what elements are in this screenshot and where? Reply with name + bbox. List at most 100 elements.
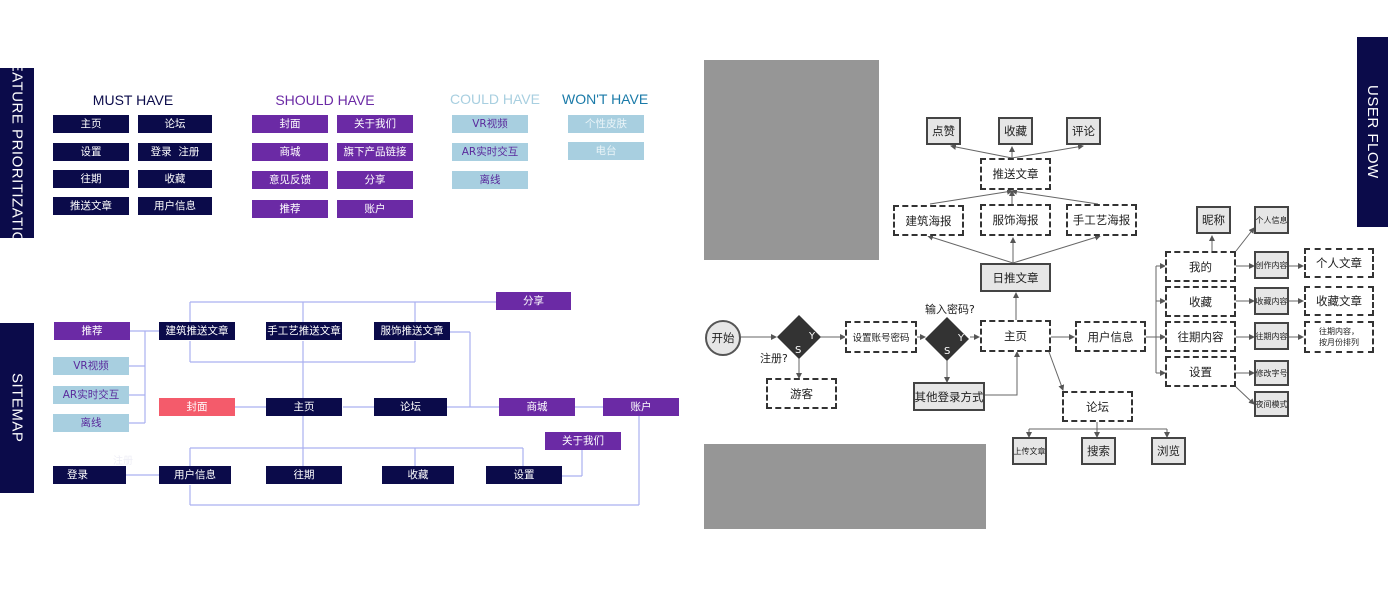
must-have-header: MUST HAVE bbox=[92, 92, 174, 108]
past-by-month-line2: 按月份排列 bbox=[1319, 338, 1359, 347]
start-node: 开始 bbox=[705, 320, 741, 356]
sitemap-node-login: 登录 bbox=[53, 466, 126, 484]
flow-arrow bbox=[1235, 227, 1255, 252]
nickname-node: 昵称 bbox=[1196, 206, 1231, 234]
sitemap-node-favorites: 收藏 bbox=[382, 466, 454, 484]
sitemap-node-home: 主页 bbox=[266, 398, 342, 416]
flow-arrow bbox=[984, 351, 1020, 396]
settings-node: 设置 bbox=[1165, 356, 1236, 387]
personal-info-node: 个人信息 bbox=[1254, 206, 1289, 234]
past-content-node: 往期内容 bbox=[1165, 321, 1236, 352]
flow-arrow bbox=[950, 144, 1013, 159]
home-node: 主页 bbox=[980, 320, 1051, 352]
sitemap-node-vr: VR视频 bbox=[53, 357, 129, 375]
past-by-month-line1: 往期内容， bbox=[1319, 327, 1359, 336]
feature-prioritization-title: FEATURE PRIORITIZATION bbox=[8, 51, 26, 255]
font-size-node: 修改字号 bbox=[1254, 360, 1289, 386]
comment-node: 评论 bbox=[1066, 117, 1101, 145]
flow-arrow bbox=[1048, 351, 1065, 391]
image-placeholder bbox=[704, 60, 879, 260]
browse-node: 浏览 bbox=[1151, 437, 1186, 465]
favorite-node: 收藏 bbox=[998, 117, 1033, 145]
should-have-item: 旗下产品链接 bbox=[337, 143, 413, 161]
sitemap-node-share: 分享 bbox=[496, 292, 571, 310]
sitemap-banner: SITEMAP bbox=[0, 323, 34, 493]
sitemap-node-user-info: 用户信息 bbox=[159, 466, 231, 484]
sitemap-node-past: 往期 bbox=[266, 466, 342, 484]
sitemap-node-offline: 离线 bbox=[53, 414, 129, 432]
user-info-node: 用户信息 bbox=[1075, 321, 1146, 352]
sitemap-node-craft-article: 手工艺推送文章 bbox=[266, 322, 342, 340]
should-have-item: 推荐 bbox=[252, 200, 328, 218]
password-decision-diamond bbox=[925, 317, 969, 361]
night-mode-node: 夜间模式 bbox=[1254, 391, 1289, 417]
flow-arrow bbox=[1235, 386, 1255, 405]
fashion-poster-node: 服饰海报 bbox=[980, 204, 1051, 236]
user-flow-banner: USER FLOW bbox=[1357, 37, 1388, 227]
register-no: S bbox=[795, 345, 802, 356]
should-have-header: SHOULD HAVE bbox=[275, 92, 375, 108]
sitemap-node-account: 账户 bbox=[603, 398, 679, 416]
upload-article-node: 上传文章 bbox=[1012, 437, 1047, 465]
sitemap-node-fashion-article: 服饰推送文章 bbox=[374, 322, 450, 340]
could-have-item: VR视频 bbox=[452, 115, 528, 133]
sitemap-node-about: 关于我们 bbox=[545, 432, 621, 450]
craft-poster-node: 手工艺海报 bbox=[1066, 204, 1137, 236]
flow-arrow bbox=[1011, 188, 1099, 205]
should-have-item: 意见反馈 bbox=[252, 171, 328, 189]
must-have-item: 用户信息 bbox=[138, 197, 212, 215]
past-by-month-node: 往期内容， 按月份排列 bbox=[1304, 321, 1374, 353]
must-have-item: 收藏 bbox=[138, 170, 212, 188]
favorites-node: 收藏 bbox=[1165, 286, 1236, 317]
past-content-small-node: 往期内容 bbox=[1254, 322, 1289, 350]
sitemap-title: SITEMAP bbox=[8, 373, 26, 443]
flow-arrow bbox=[1011, 143, 1084, 159]
personal-article-node: 个人文章 bbox=[1304, 248, 1374, 278]
daily-article-node: 日推文章 bbox=[980, 263, 1051, 292]
register-question: 注册? bbox=[760, 352, 788, 365]
must-have-item: 往期 bbox=[53, 170, 129, 188]
must-have-item: 主页 bbox=[53, 115, 129, 133]
wont-have-header: WON'T HAVE bbox=[562, 91, 649, 107]
password-yes: Y bbox=[958, 333, 965, 344]
sitemap-node-recommend: 推荐 bbox=[54, 322, 130, 340]
could-have-item: AR实时交互 bbox=[452, 143, 528, 161]
sitemap-node-settings: 设置 bbox=[486, 466, 562, 484]
should-have-item: 分享 bbox=[337, 171, 413, 189]
fav-content-node: 收藏内容 bbox=[1254, 287, 1289, 315]
search-node: 搜索 bbox=[1081, 437, 1116, 465]
sitemap-faint-register: 注册 bbox=[113, 456, 133, 467]
must-have-item: 设置 bbox=[53, 143, 129, 161]
like-node: 点赞 bbox=[926, 117, 961, 145]
should-have-item: 账户 bbox=[337, 200, 413, 218]
other-login-node: 其他登录方式 bbox=[913, 382, 985, 411]
mine-node: 我的 bbox=[1165, 251, 1236, 282]
must-have-item: 推送文章 bbox=[53, 197, 129, 215]
wont-have-item: 电台 bbox=[568, 142, 644, 160]
should-have-item: 商城 bbox=[252, 143, 328, 161]
sitemap-node-forum: 论坛 bbox=[374, 398, 447, 416]
push-article-node: 推送文章 bbox=[980, 158, 1051, 190]
set-account-node: 设置账号密码 bbox=[845, 321, 917, 353]
should-have-item: 封面 bbox=[252, 115, 328, 133]
flow-arrow bbox=[927, 234, 1014, 264]
register-yes: Y bbox=[809, 331, 816, 342]
image-placeholder bbox=[704, 444, 986, 529]
password-question: 输入密码? bbox=[925, 303, 975, 316]
should-have-item: 关于我们 bbox=[337, 115, 413, 133]
flow-arrow bbox=[929, 188, 1013, 205]
user-flow-title: USER FLOW bbox=[1364, 85, 1381, 179]
flow-arrow bbox=[1012, 234, 1101, 264]
arch-poster-node: 建筑海报 bbox=[893, 205, 964, 236]
sitemap-node-mall: 商城 bbox=[499, 398, 575, 416]
fav-article-node: 收藏文章 bbox=[1304, 286, 1374, 316]
guest-node: 游客 bbox=[766, 378, 837, 409]
must-have-item: 登录 注册 bbox=[138, 143, 212, 161]
sitemap-node-ar: AR实时交互 bbox=[53, 386, 129, 404]
sitemap-node-cover: 封面 bbox=[159, 398, 235, 416]
wont-have-item: 个性皮肤 bbox=[568, 115, 644, 133]
created-content-node: 创作内容 bbox=[1254, 251, 1289, 279]
must-have-item: 论坛 bbox=[138, 115, 212, 133]
